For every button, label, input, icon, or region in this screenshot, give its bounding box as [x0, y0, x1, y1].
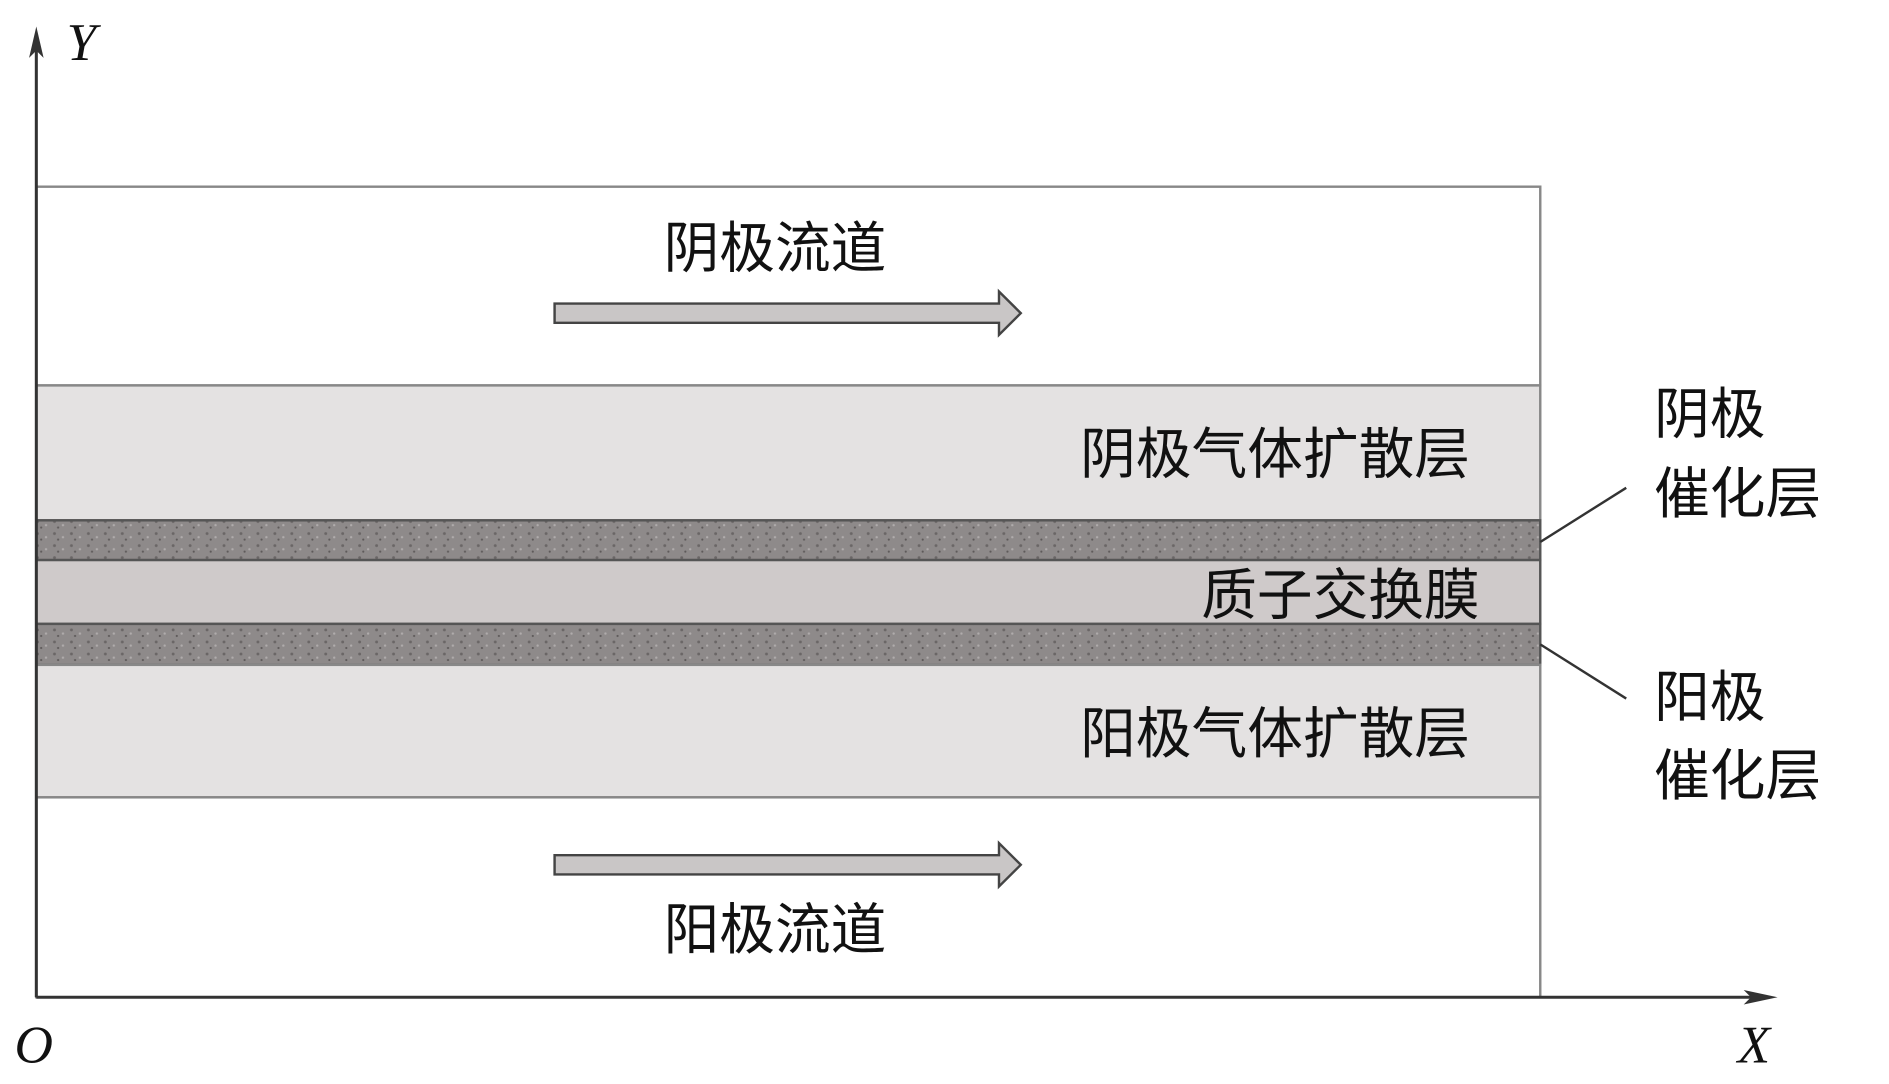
cathode-gdl-layer — [35, 384, 1542, 522]
membrane-label: 质子交换膜 — [1201, 563, 1479, 628]
anode-cl-label-line1: 阳极 — [1654, 666, 1765, 731]
anode-gdl-layer — [35, 663, 1542, 799]
cathode-catalyst-layer — [35, 519, 1542, 562]
cathode-cl-leader — [1539, 486, 1627, 544]
anode-channel-region — [35, 796, 1542, 999]
origin-label: O — [15, 1016, 53, 1074]
cathode-cl-label-line1: 阴极 — [1654, 383, 1765, 448]
x-axis-label: X — [1736, 1016, 1773, 1074]
anode-gdl-label: 阳极气体扩散层 — [1080, 702, 1470, 767]
anode-flow-arrow-icon — [553, 840, 1023, 890]
anode-cl-label-line2: 催化层 — [1654, 744, 1821, 809]
anode-channel-label: 阳极流道 — [664, 898, 887, 963]
cathode-channel-label: 阴极流道 — [664, 217, 887, 282]
anode-cl-leader — [1539, 643, 1627, 700]
y-axis-label: Y — [67, 14, 102, 72]
membrane-layer — [35, 558, 1542, 626]
cathode-gdl-label: 阴极气体扩散层 — [1080, 422, 1470, 487]
x-axis-arrow-icon — [1743, 990, 1778, 1005]
cathode-channel-region — [35, 185, 1542, 387]
anode-catalyst-layer — [35, 622, 1542, 667]
cathode-cl-label-line2: 催化层 — [1654, 462, 1821, 527]
cathode-flow-arrow-icon — [553, 288, 1023, 338]
y-axis-arrow-icon — [29, 26, 44, 58]
